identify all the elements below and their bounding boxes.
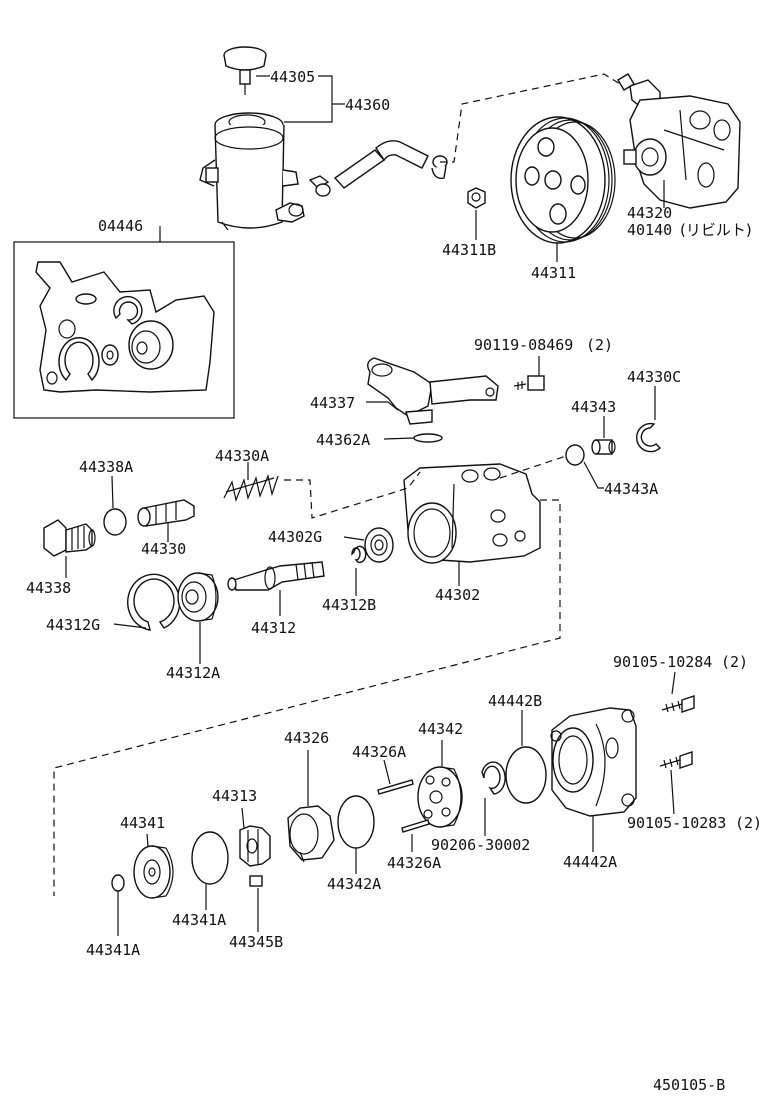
side-plate-44342-drawing [417,766,463,828]
label-90105-10283-qty: (2) [735,814,760,832]
snap-ring-44312B-drawing [351,545,367,564]
dashed-connector-hose-pump [440,73,621,163]
label-44326A-top: 44326A [352,743,406,761]
label-44330: 44330 [141,540,186,558]
connector-44343-drawing [591,439,616,455]
vane-44345B-drawing [249,875,263,887]
label-44305: 44305 [270,68,315,86]
label-44326A-bottom: 44326A [387,854,441,872]
label-90105-10283: 90105-10283 [627,814,726,832]
bolt-90119-drawing [513,375,545,391]
label-44312G: 44312G [46,616,100,634]
label-44302: 44302 [435,586,480,604]
label-44312B: 44312B [322,596,376,614]
label-44343: 44343 [571,398,616,416]
bolt-90105-10284-drawing [661,695,695,713]
label-44345B: 44345B [229,933,283,951]
cam-ring-44326-drawing [287,805,335,863]
label-44312A: 44312A [166,664,220,682]
shaft-44312-drawing [227,561,325,591]
bearing-44312A-drawing [177,572,219,622]
label-90119-08469-qty: (2) [586,336,613,354]
snap-ring-44312G-drawing [127,573,181,631]
figure-id: 450105-B [653,1076,725,1094]
bracket-drawing [367,357,499,425]
bearing-44302G-drawing [364,527,394,563]
label-90206-30002: 90206-30002 [431,836,530,854]
hose-drawing [308,140,448,197]
label-44338A: 44338A [79,458,133,476]
pulley-nut-drawing [467,187,486,209]
label-44442A: 44442A [563,853,617,871]
label-44342: 44342 [418,720,463,738]
label-44320: 44320 [627,204,672,222]
dashed-connector-spring-housing [284,471,421,519]
pulley-drawing [510,116,616,244]
label-44312: 44312 [251,619,296,637]
label-40140: 40140 [627,221,672,239]
label-04446: 04446 [98,217,143,235]
pressure-plate-44341-drawing [133,845,174,899]
label-44313: 44313 [212,787,257,805]
pump-housing-44302-drawing [403,463,541,564]
rear-cover-44442A-drawing [550,707,637,817]
flow-valve-44330-drawing [137,499,195,527]
union-44338-drawing [43,519,96,557]
label-44341: 44341 [120,814,165,832]
valve-spring-drawing [223,473,279,503]
oring-44338A-drawing [103,508,127,536]
label-44342A: 44342A [327,875,381,893]
label-44337: 44337 [310,394,355,412]
bolt-90105-10283-drawing [659,751,693,769]
label-90105-10284-qty: (2) [721,653,748,671]
oring-44341A-small-drawing [111,874,125,892]
snap-ring-90206-drawing [481,761,506,795]
label-44330A: 44330A [215,447,269,465]
label-44341A-mid: 44341A [172,911,226,929]
gasket-kit-box [13,241,235,419]
leader-lines-middle [65,356,656,664]
reservoir-drawing [199,112,305,231]
label-44360: 44360 [345,96,390,114]
label-44311B: 44311B [442,241,496,259]
label-44338: 44338 [26,579,71,597]
oring-44341A-mid-drawing [191,831,229,885]
label-44362A: 44362A [316,431,370,449]
oring-44342A-drawing [337,795,375,849]
label-90105-10284: 90105-10284 [613,653,712,671]
rotor-44313-drawing [239,825,271,867]
oring-44343A-drawing [565,444,585,466]
label-90119-08469: 90119-08469 [474,336,573,354]
reservoir-cap-drawing [223,46,267,95]
label-44326: 44326 [284,729,329,747]
pump-assembly-drawing [617,73,741,209]
dashed-connector-housing-lower [53,499,561,896]
leader-lines-top [159,75,665,262]
oring-44362A-drawing [413,433,443,443]
label-44341A-left: 44341A [86,941,140,959]
pin-44326A-bottom-drawing [401,819,430,833]
label-40140-note: (リビルト) [680,221,752,239]
label-44330C: 44330C [627,368,681,386]
label-44302G: 44302G [268,528,322,546]
snap-ring-44330C-drawing [635,422,662,453]
label-44442B: 44442B [488,692,542,710]
leader-lines-lower [117,671,676,936]
label-44311: 44311 [531,264,576,282]
pin-44326A-top-drawing [377,779,414,795]
label-44343A: 44343A [604,480,658,498]
oring-44442B-drawing [505,746,547,804]
